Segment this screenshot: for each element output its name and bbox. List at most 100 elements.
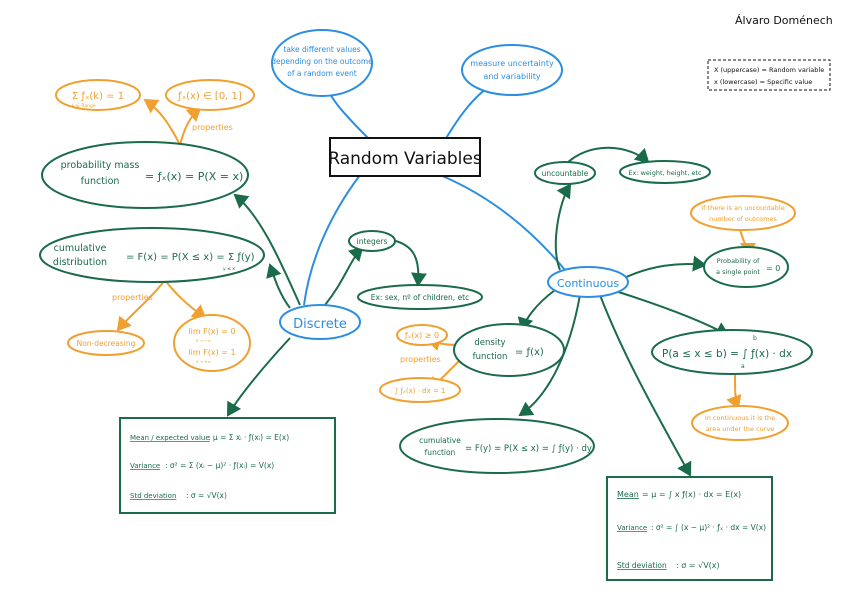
area-note-2: area under the curve: [706, 425, 775, 433]
title: Random Variables: [328, 149, 482, 169]
edge-uncountable-to-example: [564, 146, 650, 166]
title-box: [329, 137, 481, 177]
discrete-example-node: [357, 284, 483, 310]
edge-continuous-to-interval: [611, 289, 730, 337]
limit-sub-2: x → +∞: [196, 359, 211, 364]
integers-node: [348, 230, 396, 252]
uncountable-note-1: If there is an uncountable: [701, 204, 784, 212]
discrete-mean-formula: : μ = Σ xᵢ · ƒ(xᵢ) = E(x): [208, 433, 289, 442]
integers: integers: [357, 237, 388, 246]
continuous-mean-formula: = μ = ∫ x ƒ(x) · dx = E(x): [642, 490, 741, 499]
edge-title-to-continuous: [439, 174, 566, 271]
continuous-cdf-label-1: cumulative: [419, 436, 461, 445]
pmf-label-2: function: [81, 176, 120, 187]
take-values-line-2: depending on the outcome: [271, 57, 373, 66]
limit-2: lim F(x) = 1: [188, 348, 235, 357]
pmf-sum-rule: Σ ƒₓ(k) = 1: [72, 91, 124, 102]
interval-formula: P(a ≤ x ≤ b) = ∫ ƒ(x) · dx: [662, 348, 792, 360]
discrete-label: Discrete: [293, 317, 347, 332]
discrete-cdf-sub: y ≤ x: [223, 267, 235, 272]
edge-continuous-to-density: [517, 289, 556, 332]
pmf-range-rule: ƒₓ(x) ∈ [0, 1]: [177, 91, 242, 102]
author: Álvaro Doménech: [735, 14, 833, 27]
discrete-cdf-properties: properties: [112, 293, 153, 302]
non-decreasing: Non-decreasing: [77, 339, 136, 348]
notation-legend-box: [707, 59, 831, 91]
continuous-stats-box: [606, 476, 773, 581]
discrete-cdf-formula: = F(x) = P(X ≤ x) = Σ ƒ(y): [126, 252, 255, 263]
take-values-line-1: take different values: [283, 45, 360, 54]
pmf-formula: = ƒₓ(x) = P(X = x): [145, 170, 243, 183]
discrete-cdf-label-1: cumulative: [54, 243, 107, 254]
discrete-variance-label: Variance: [130, 462, 160, 470]
measure-line-2: and variability: [483, 72, 541, 81]
pmf-sum-sub: k ∈ Range: [72, 103, 96, 109]
density-label-2: function: [473, 352, 508, 362]
uncountable-note-2: number of outcomes: [709, 215, 777, 223]
green-connectors: [226, 146, 730, 477]
edge-discrete-to-stats: [226, 337, 291, 417]
edge-discrete-to-integers: [324, 246, 364, 306]
discrete-mean-label: Mean / expected value: [130, 434, 210, 442]
density-properties: properties: [400, 355, 441, 364]
edge-continuous-to-stats: [599, 294, 692, 477]
continuous-cdf-node: [399, 418, 595, 474]
interval-upper-bound: b: [753, 335, 757, 342]
point-probability-value: = 0: [766, 264, 780, 273]
density-rule: ƒₓ(x) ≥ 0: [404, 331, 439, 340]
limit-1: lim F(x) = 0: [188, 327, 235, 336]
point-probability-node: [703, 246, 789, 288]
edge-title-to-discrete: [303, 174, 361, 306]
take-values-line-3: of a random event: [287, 69, 356, 78]
continuous-mean-label: Mean: [617, 490, 639, 499]
non-decreasing-node: [67, 330, 145, 356]
discrete-stats-box: [119, 417, 336, 514]
discrete-std-label: Std deviation: [130, 492, 176, 500]
continuous-cdf-formula: = F(y) = P(X ≤ x) = ∫ ƒ(y) · dy: [465, 444, 592, 454]
limits-node: [173, 314, 251, 372]
discrete-std-formula: : σ = √V(x): [186, 491, 227, 500]
density-formula: = ƒ(x): [515, 347, 544, 358]
pmf-sum-node: [55, 79, 141, 111]
limit-sub-1: x → −∞: [196, 338, 211, 343]
measure-line-1: measure uncertainty: [470, 59, 554, 68]
blue-connectors: [303, 71, 566, 306]
density-node: [453, 323, 565, 377]
legend-line-2: x (lowercase) = Specific value: [714, 78, 812, 86]
edge-discrete-to-pmf: [233, 193, 301, 306]
pmf-properties: properties: [192, 123, 233, 132]
continuous-label: Continuous: [557, 277, 619, 290]
measure-bubble: [461, 44, 563, 96]
edge-continuous-to-cdf: [518, 294, 581, 417]
discrete-cdf-label-2: distribution: [53, 257, 107, 268]
edge-continuous-to-uncountable: [554, 183, 572, 271]
edge-integers-to-example: [391, 239, 427, 287]
discrete-node: [279, 304, 361, 340]
continuous-std-formula: : σ = √V(x): [676, 561, 720, 570]
point-probability-label-1: Probability of: [717, 257, 760, 265]
pmf-node: [41, 141, 249, 209]
density-integral-node: [379, 377, 461, 403]
continuous-example-node: [619, 160, 711, 184]
continuous-node: [547, 266, 629, 298]
edge-title-to-measure: [444, 84, 493, 141]
point-probability-label-2: a single point: [716, 268, 760, 276]
take-values-bubble: [271, 29, 373, 97]
continuous-example: Ex: weight, height, etc: [628, 169, 702, 177]
discrete-variance-formula: : σ² = Σ (xᵢ − μ)² · ƒ(xᵢ) = V(x): [165, 461, 274, 470]
interval-lower-bound: a: [741, 363, 745, 370]
continuous-variance-label: Variance: [617, 524, 647, 532]
continuous-std-label: Std deviation: [617, 561, 667, 570]
uncountable: uncountable: [542, 169, 589, 178]
density-integral: ∫ ƒₓ(x) · dx = 1: [394, 387, 445, 395]
uncountable-note-node: [690, 195, 796, 231]
uncountable-node: [534, 161, 596, 185]
pmf-range-node: [165, 79, 255, 111]
continuous-cdf-label-2: function: [425, 448, 456, 457]
area-note-1: In continuous it is the: [705, 414, 775, 422]
interval-probability-node: [651, 329, 813, 375]
area-note-node: [691, 405, 789, 441]
density-label-1: density: [474, 338, 505, 348]
discrete-cdf-node: [39, 227, 265, 283]
